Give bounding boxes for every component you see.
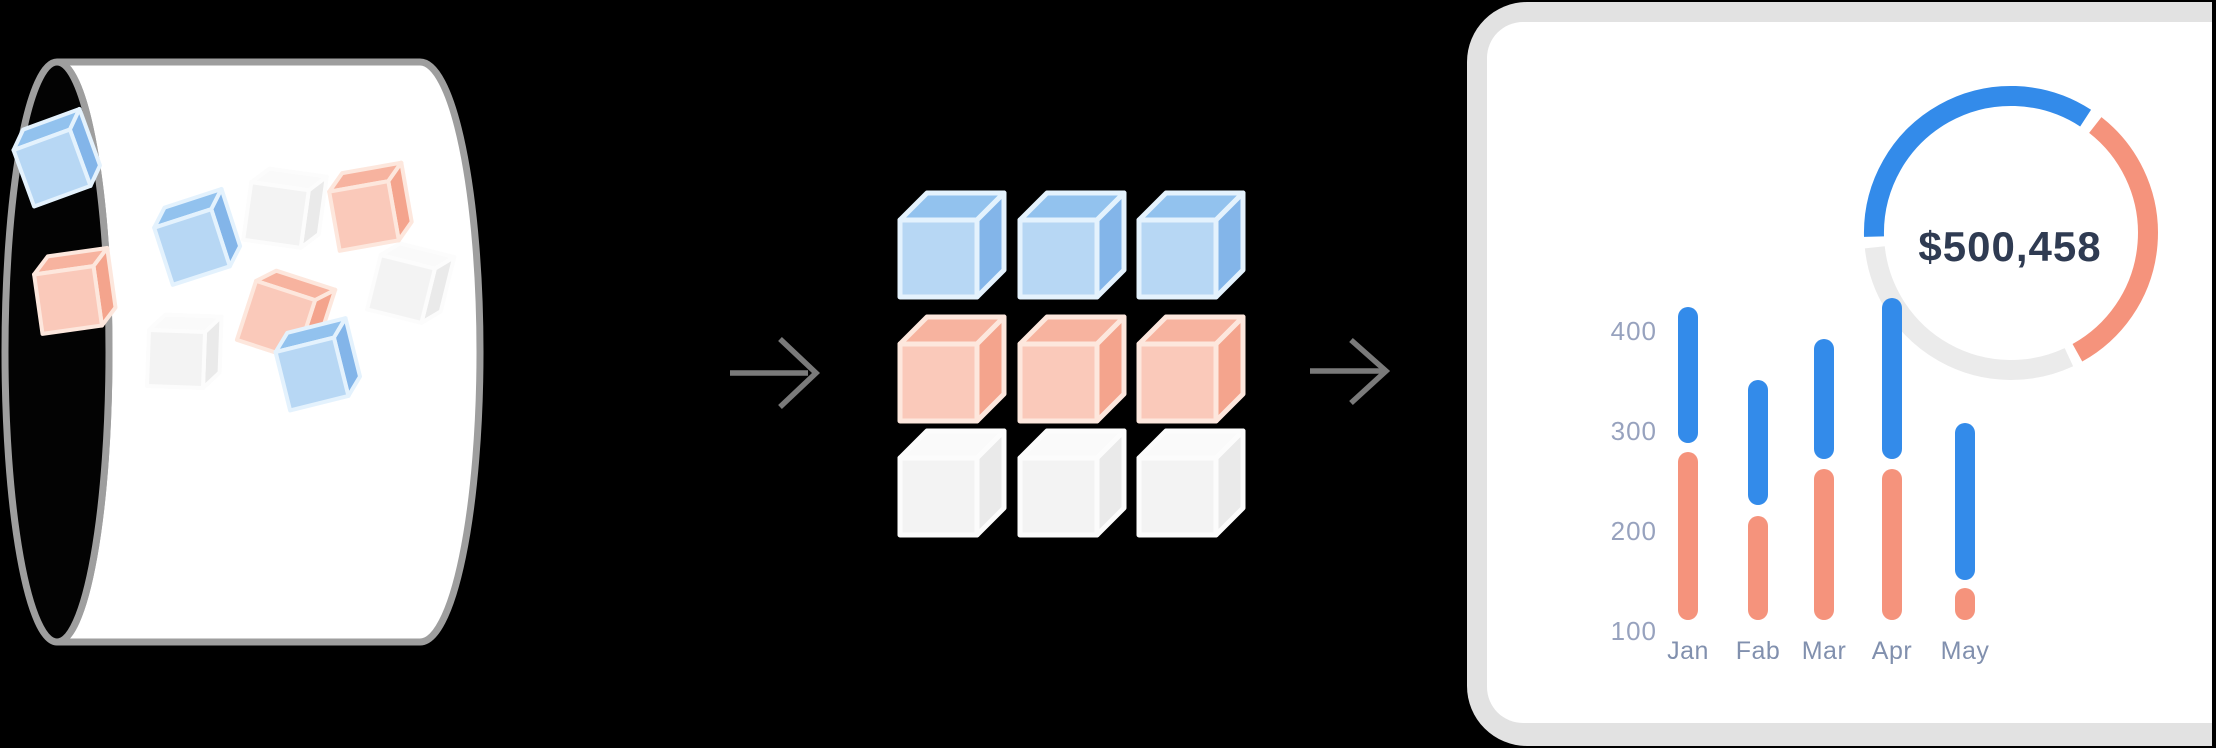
scatter-cube [11, 107, 102, 209]
scatter-cube [145, 312, 224, 390]
grid-cube [1017, 314, 1127, 424]
bar-mar-blue [1814, 339, 1834, 459]
bar-fab-salmon [1748, 516, 1768, 620]
grid-cube [897, 428, 1007, 538]
grid-cube [1136, 428, 1246, 538]
grid-cube [1136, 314, 1246, 424]
bar-may-blue [1955, 423, 1975, 580]
y-tick-400: 400 [1610, 316, 1657, 346]
flow-arrow-2 [1310, 337, 1391, 406]
grid-cube [1136, 190, 1246, 300]
bar-mar-salmon [1814, 469, 1834, 620]
scatter-cube [327, 160, 414, 253]
grid-cube [1017, 190, 1127, 300]
month-label-mar: Mar [1801, 637, 1847, 665]
grid-cube [897, 314, 1007, 424]
bar-may-salmon [1955, 588, 1975, 620]
scatter-cube [365, 241, 457, 325]
month-label-jan: Jan [1667, 637, 1709, 665]
pipeline-art [1, 58, 1391, 646]
y-tick-200: 200 [1610, 516, 1657, 546]
bar-apr-blue [1882, 298, 1902, 459]
cylinder-body [56, 58, 484, 646]
scatter-cube [152, 187, 243, 287]
month-label-fab: Fab [1735, 637, 1781, 665]
month-label-apr: Apr [1871, 637, 1913, 665]
grid-cube [897, 190, 1007, 300]
month-label-may: May [1940, 637, 1990, 665]
scatter-cube [241, 166, 329, 250]
bar-jan-blue [1678, 307, 1698, 443]
y-tick-300: 300 [1610, 416, 1657, 446]
flow-arrow-1 [730, 337, 821, 409]
donut-total-value: $500,458 [1918, 223, 2102, 270]
bar-fab-blue [1748, 380, 1768, 505]
scatter-cube [32, 246, 118, 336]
scatter-cube [273, 316, 362, 413]
cylinder-mouth [1, 58, 113, 646]
grid-cube [1017, 428, 1127, 538]
y-tick-100: 100 [1610, 616, 1657, 646]
scatter-cube [234, 268, 338, 362]
bar-jan-salmon [1678, 452, 1698, 620]
bar-apr-salmon [1882, 469, 1902, 620]
